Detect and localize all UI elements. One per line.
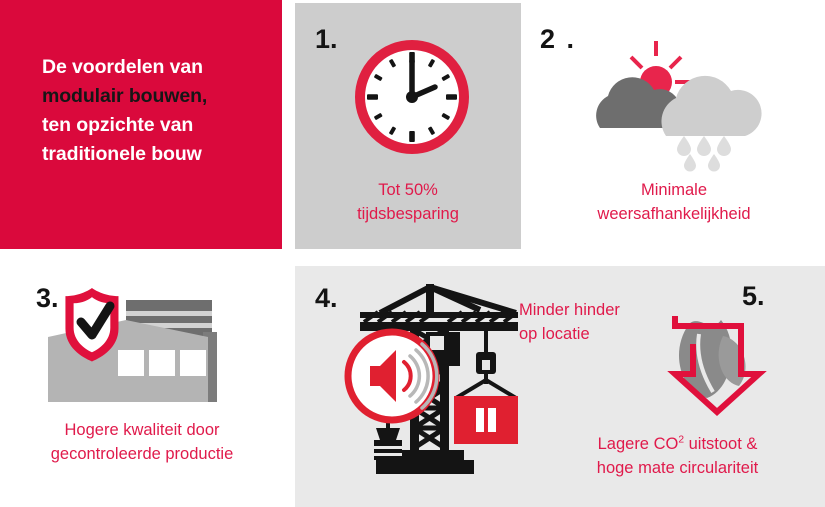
step-5-caption-co2-pre: Lagere CO — [597, 434, 679, 453]
step-1-caption-line-2: tijdsbesparing — [357, 205, 459, 223]
step-2-number: 2 . — [540, 24, 577, 54]
title-line-3: ten opzichte van — [42, 114, 194, 136]
step-5-caption-line-2: hoge mate circulariteit — [596, 458, 759, 477]
step-1-number: 1. — [315, 24, 338, 54]
leaf-down-arrow-icon — [655, 300, 780, 420]
page-title: De voordelen van modulair bouwen, ten op… — [42, 53, 267, 169]
step-3-caption-line-2: gecontroleerde productie — [50, 445, 234, 463]
step-5-caption-co2-post: uitstoot & — [684, 434, 758, 453]
factory-shield-check-icon — [48, 288, 243, 410]
title-line-1: De voordelen van — [42, 56, 203, 78]
step-4-caption-line-1: Minder hinder — [519, 301, 620, 319]
crane-speaker-icon — [344, 280, 538, 480]
step-5-number: 5. — [742, 281, 765, 311]
step-2-caption: Minimale weersafhankelijkheid — [546, 178, 802, 226]
step-2-caption-line-1: Minimale — [640, 181, 708, 199]
title-line-4: traditionele bouw — [42, 143, 202, 165]
step-5-caption-line-1: Lagere CO2 uitstoot & — [597, 434, 758, 453]
step-4-caption: Minder hinder op locatie — [519, 298, 689, 346]
step-3-caption: Hogere kwaliteit door gecontroleerde pro… — [8, 418, 276, 466]
step-2-caption-line-2: weersafhankelijkheid — [597, 205, 751, 223]
sun-clouds-rain-icon — [578, 36, 768, 172]
step-4-number: 4. — [315, 283, 338, 313]
clock-icon — [355, 40, 469, 154]
step-3-caption-line-1: Hogere kwaliteit door — [64, 421, 220, 439]
title-panel: De voordelen van modulair bouwen, ten op… — [0, 0, 282, 249]
step-5-caption-co2-superscript: 2 — [678, 434, 685, 445]
step-1-caption: Tot 50% tijdsbesparing — [300, 178, 516, 226]
step-1-caption-line-1: Tot 50% — [378, 181, 438, 199]
title-line-2: modulair bouwen, — [42, 85, 208, 107]
step-3-number: 3. — [36, 283, 59, 313]
step-5-caption: Lagere CO2 uitstoot & hoge mate circular… — [545, 428, 810, 480]
step-4-caption-line-2: op locatie — [519, 325, 590, 343]
